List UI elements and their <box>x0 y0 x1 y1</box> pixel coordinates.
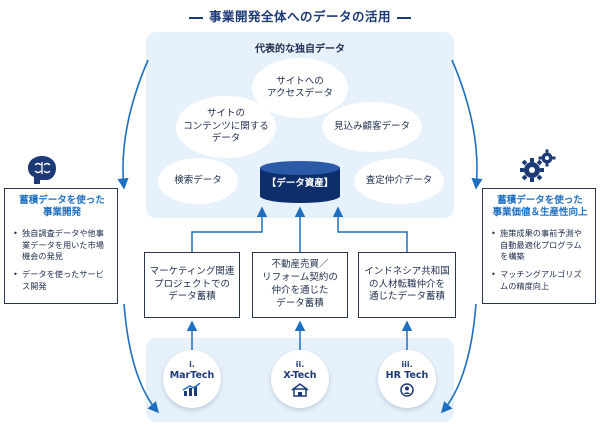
right-card-list: 施策成果の事前予測や 自動最適化プログラム を構築 マッチングアルゴリズ ムの精… <box>491 228 589 293</box>
database-icon <box>260 161 340 203</box>
list-item: 施策成果の事前予測や 自動最適化プログラム を構築 <box>491 228 589 264</box>
gears-icon <box>516 146 560 190</box>
list-item: マッチングアルゴリズ ムの精度向上 <box>491 269 589 293</box>
tech-num: ii. <box>295 359 305 369</box>
source-box-real-estate: 不動産売買／ リフォーム契約の 仲介を通じた データ蓄積 <box>252 252 348 318</box>
bubble-search-data: 検索データ <box>158 158 238 204</box>
bubble-access-data: サイトへの アクセスデータ <box>252 58 348 118</box>
left-card-title: 蓄積データを使った 事業開発 <box>19 195 105 219</box>
source-box-marketing: マーケティング関連 プロジェクトでの データ蓄積 <box>144 252 240 318</box>
list-item: 独自調査データや他事 業データを用いた市場 機会の発見 <box>13 228 111 264</box>
right-card-title: 蓄積データを使った 事業価値＆生産性向上 <box>492 195 588 219</box>
database-label: 【データ資産】 <box>266 178 334 189</box>
title-dash-left <box>188 16 203 19</box>
arc-left-upper <box>117 59 149 190</box>
database-assets: 【データ資産】 <box>258 160 342 204</box>
page-title-text: 事業開発全体へのデータの活用 <box>208 9 391 24</box>
brain-icon <box>22 150 62 190</box>
tech-circle-hrtech: iii. HR Tech <box>378 350 436 408</box>
bubble-prospect-data: 見込み顧客データ <box>322 102 422 152</box>
bubble-appraisal-data: 査定仲介データ <box>354 158 444 204</box>
tech-circle-martech: i. MarTech <box>163 350 221 408</box>
panel-heading: 代表的な独自データ <box>255 44 345 55</box>
arc-right-upper <box>451 59 483 190</box>
list-item: データを使ったサービ ス開発 <box>13 269 111 293</box>
tech-num: i. <box>189 359 195 369</box>
page-title: 事業開発全体へのデータの活用 <box>0 6 600 25</box>
bubble-content-data: サイトの コンテンツに関する データ <box>176 96 276 158</box>
left-card-list: 独自調査データや他事 業データを用いた市場 機会の発見 データを使ったサービ ス… <box>13 228 111 293</box>
tech-name: X-Tech <box>283 369 317 381</box>
house-icon <box>291 383 309 397</box>
tech-name: HR Tech <box>385 369 429 381</box>
tech-circle-xtech: ii. X-Tech <box>271 350 329 408</box>
left-card: 蓄積データを使った 事業開発 独自調査データや他事 業データを用いた市場 機会の… <box>4 188 118 304</box>
person-search-icon <box>400 383 414 397</box>
growth-chart-icon <box>182 383 201 397</box>
right-card: 蓄積データを使った 事業価値＆生産性向上 施策成果の事前予測や 自動最適化プログ… <box>482 188 596 304</box>
title-dash-right <box>397 16 411 19</box>
source-box-indonesia-hr: インドネシア共和国 の人材転職仲介を 通じたデータ蓄積 <box>358 252 456 318</box>
tech-num: iii. <box>401 359 413 369</box>
tech-name: MarTech <box>169 369 215 381</box>
